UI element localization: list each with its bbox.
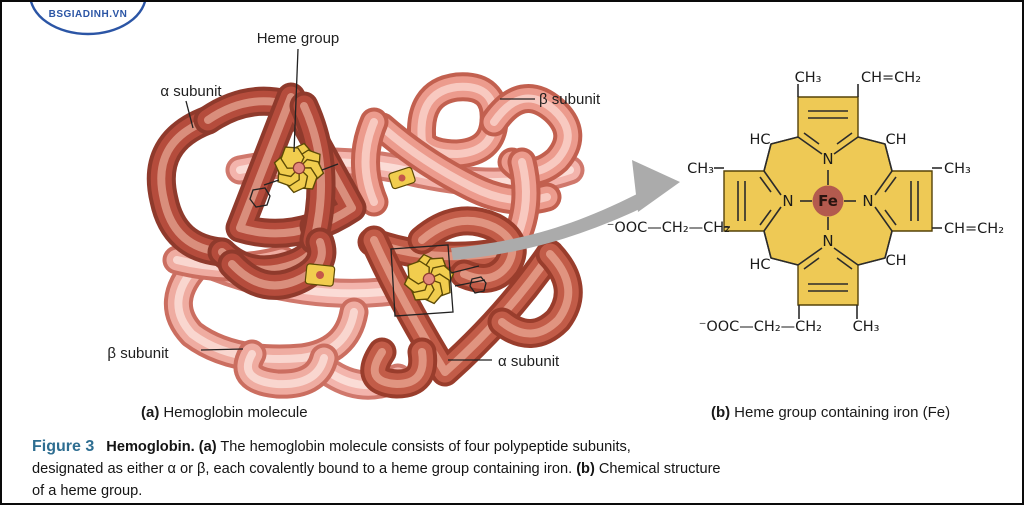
iron-atom-label: Fe — [818, 192, 838, 210]
methyl-left: CH₃ — [687, 161, 714, 177]
heme-zoom-box — [390, 244, 454, 317]
alpha-subunit-bottom-label: α subunit — [498, 353, 560, 370]
caption-title: Hemoglobin. — [106, 439, 195, 455]
meso-carbon-ne: CH — [885, 132, 906, 148]
caption-text-3: of a heme group. — [32, 483, 143, 499]
heme-fragment-icon — [304, 263, 336, 287]
caption-text-1: The hemoglobin molecule consists of four… — [220, 439, 631, 455]
heme-group-label: Heme group — [257, 30, 340, 47]
heme-chemical-structure: Fe N N N N CH₃ CH=CH₂ HC CH CH₃ CH₃ ⁻OOC… — [607, 70, 1004, 335]
panel-b-caption: (b)Heme group containing iron (Fe) — [711, 404, 950, 421]
logo-text: BSGIADINH.VN — [49, 9, 128, 20]
nitrogen-bottom: N — [822, 232, 833, 250]
propionate-bottom: ⁻OOC—CH₂—CH₂ — [699, 319, 822, 335]
hemoglobin-molecule-illustration: Heme group α subunit β subunit β subunit… — [107, 30, 680, 385]
heme-fragment-icon — [388, 166, 416, 190]
vinyl-right: CH=CH₂ — [944, 221, 1004, 237]
vinyl-top-right: CH=CH₂ — [861, 70, 921, 86]
caption-line-1: Figure 3 Hemoglobin. (a) The hemoglobin … — [32, 436, 762, 458]
iron-atom-circle — [812, 185, 844, 217]
nitrogen-left: N — [782, 192, 793, 210]
figure-number: Figure 3 — [32, 438, 95, 455]
methyl-right: CH₃ — [944, 161, 971, 177]
meso-carbon-sw: HC — [749, 257, 770, 273]
caption-text-2: designated as either α or β, each covale… — [32, 461, 573, 477]
panel-b-text: Heme group containing iron (Fe) — [734, 404, 951, 421]
panel-b-marker: (b) — [711, 404, 731, 421]
caption-text-2b: Chemical structure — [598, 461, 721, 477]
logo-oval — [29, 2, 147, 36]
bond-stick-lines — [249, 163, 487, 294]
caption-marker-a: (a) — [198, 439, 217, 455]
beta-subunit-bottom-label: β subunit — [107, 345, 169, 362]
meso-carbon-nw: HC — [749, 132, 770, 148]
watermark-logo: BSGIADINH.VN — [29, 2, 147, 36]
methyl-bottom: CH₃ — [853, 319, 880, 335]
caption-marker-b: (b) — [576, 461, 595, 477]
panel-a-marker: (a) — [141, 404, 160, 421]
zoom-arrow-icon — [451, 160, 680, 260]
beta-subunit-top-label: β subunit — [539, 91, 601, 108]
porphyrin-bonds — [714, 84, 942, 319]
figure-caption: Figure 3 Hemoglobin. (a) The hemoglobin … — [32, 436, 762, 502]
label-pointer-lines — [185, 48, 535, 361]
meso-carbon-se: CH — [885, 253, 906, 269]
panel-a-caption: (a)Hemoglobin molecule — [141, 404, 308, 421]
methyl-top-left: CH₃ — [795, 70, 822, 86]
alpha-subunit-top-label: α subunit — [160, 83, 222, 100]
panel-a-text: Hemoglobin molecule — [163, 404, 308, 421]
caption-line-2: designated as either α or β, each covale… — [32, 458, 762, 480]
propionate-left: ⁻OOC—CH₂—CH₂ — [607, 220, 730, 236]
nitrogen-top: N — [822, 150, 833, 168]
nitrogen-right: N — [862, 192, 873, 210]
caption-line-3: of a heme group. — [32, 480, 762, 502]
